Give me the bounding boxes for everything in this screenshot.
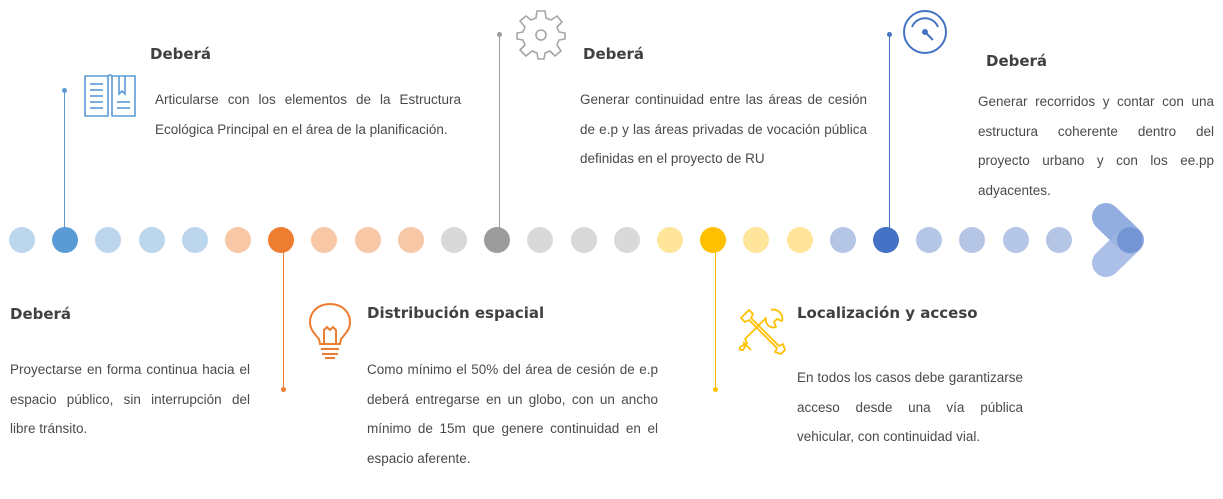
timeline-dot [916, 227, 942, 253]
timeline-dot [743, 227, 769, 253]
timeline-dot [139, 227, 165, 253]
timeline-dot [657, 227, 683, 253]
timeline-dot [398, 227, 424, 253]
connector-line-4 [715, 252, 716, 390]
milestone-2-text: Proyectarse en forma continua hacia el e… [10, 362, 250, 436]
connector-pin-3 [497, 32, 502, 37]
timeline-dot [441, 227, 467, 253]
connector-line-2 [283, 252, 284, 390]
timeline-dot [830, 227, 856, 253]
timeline-dot [787, 227, 813, 253]
timeline-arrow-icon [1092, 203, 1144, 277]
timeline-dot [9, 227, 35, 253]
timeline-dot [355, 227, 381, 253]
timeline-dot [614, 227, 640, 253]
connector-line-5 [889, 35, 890, 229]
connector-line-1 [64, 91, 65, 229]
milestone-1-heading: Deberá [150, 45, 212, 63]
connector-pin-2 [281, 387, 286, 392]
milestone-1-text: Articularse con los elementos de la Estr… [155, 92, 461, 137]
timeline-dot [959, 227, 985, 253]
connector-pin-4 [713, 387, 718, 392]
gauge-icon [903, 10, 947, 54]
tools-icon [739, 308, 786, 355]
timeline-dot [1046, 227, 1072, 253]
milestone-5-heading: Localización y acceso [797, 304, 978, 322]
timeline-dot [527, 227, 553, 253]
lightbulb-icon [308, 302, 352, 359]
milestone-5-text: En todos los casos debe garantizarse acc… [797, 370, 1023, 444]
timeline-dot [182, 227, 208, 253]
timeline-dot [571, 227, 597, 253]
timeline-dot [52, 227, 78, 253]
connector-line-3 [499, 35, 500, 229]
book-icon [84, 74, 136, 117]
timeline-dot [311, 227, 337, 253]
timeline-dot [1003, 227, 1029, 253]
milestone-2-heading: Deberá [10, 305, 72, 323]
milestone-3-text: Como mínimo el 50% del área de cesión de… [367, 362, 658, 466]
milestone-4-heading: Deberá [583, 45, 645, 63]
connector-pin-1 [62, 88, 67, 93]
gear-icon [516, 10, 566, 60]
milestone-4-text: Generar continuidad entre las áreas de c… [580, 92, 867, 166]
milestone-3-heading: Distribución espacial [367, 304, 545, 322]
timeline-dot [225, 227, 251, 253]
timeline-dot [484, 227, 510, 253]
timeline-dot [873, 227, 899, 253]
timeline-dot [700, 227, 726, 253]
connector-pin-5 [887, 32, 892, 37]
timeline-dot [268, 227, 294, 253]
timeline-dot [95, 227, 121, 253]
milestone-6-text: Generar recorridos y contar con una estr… [978, 94, 1214, 198]
milestone-6-heading: Deberá [986, 52, 1048, 70]
